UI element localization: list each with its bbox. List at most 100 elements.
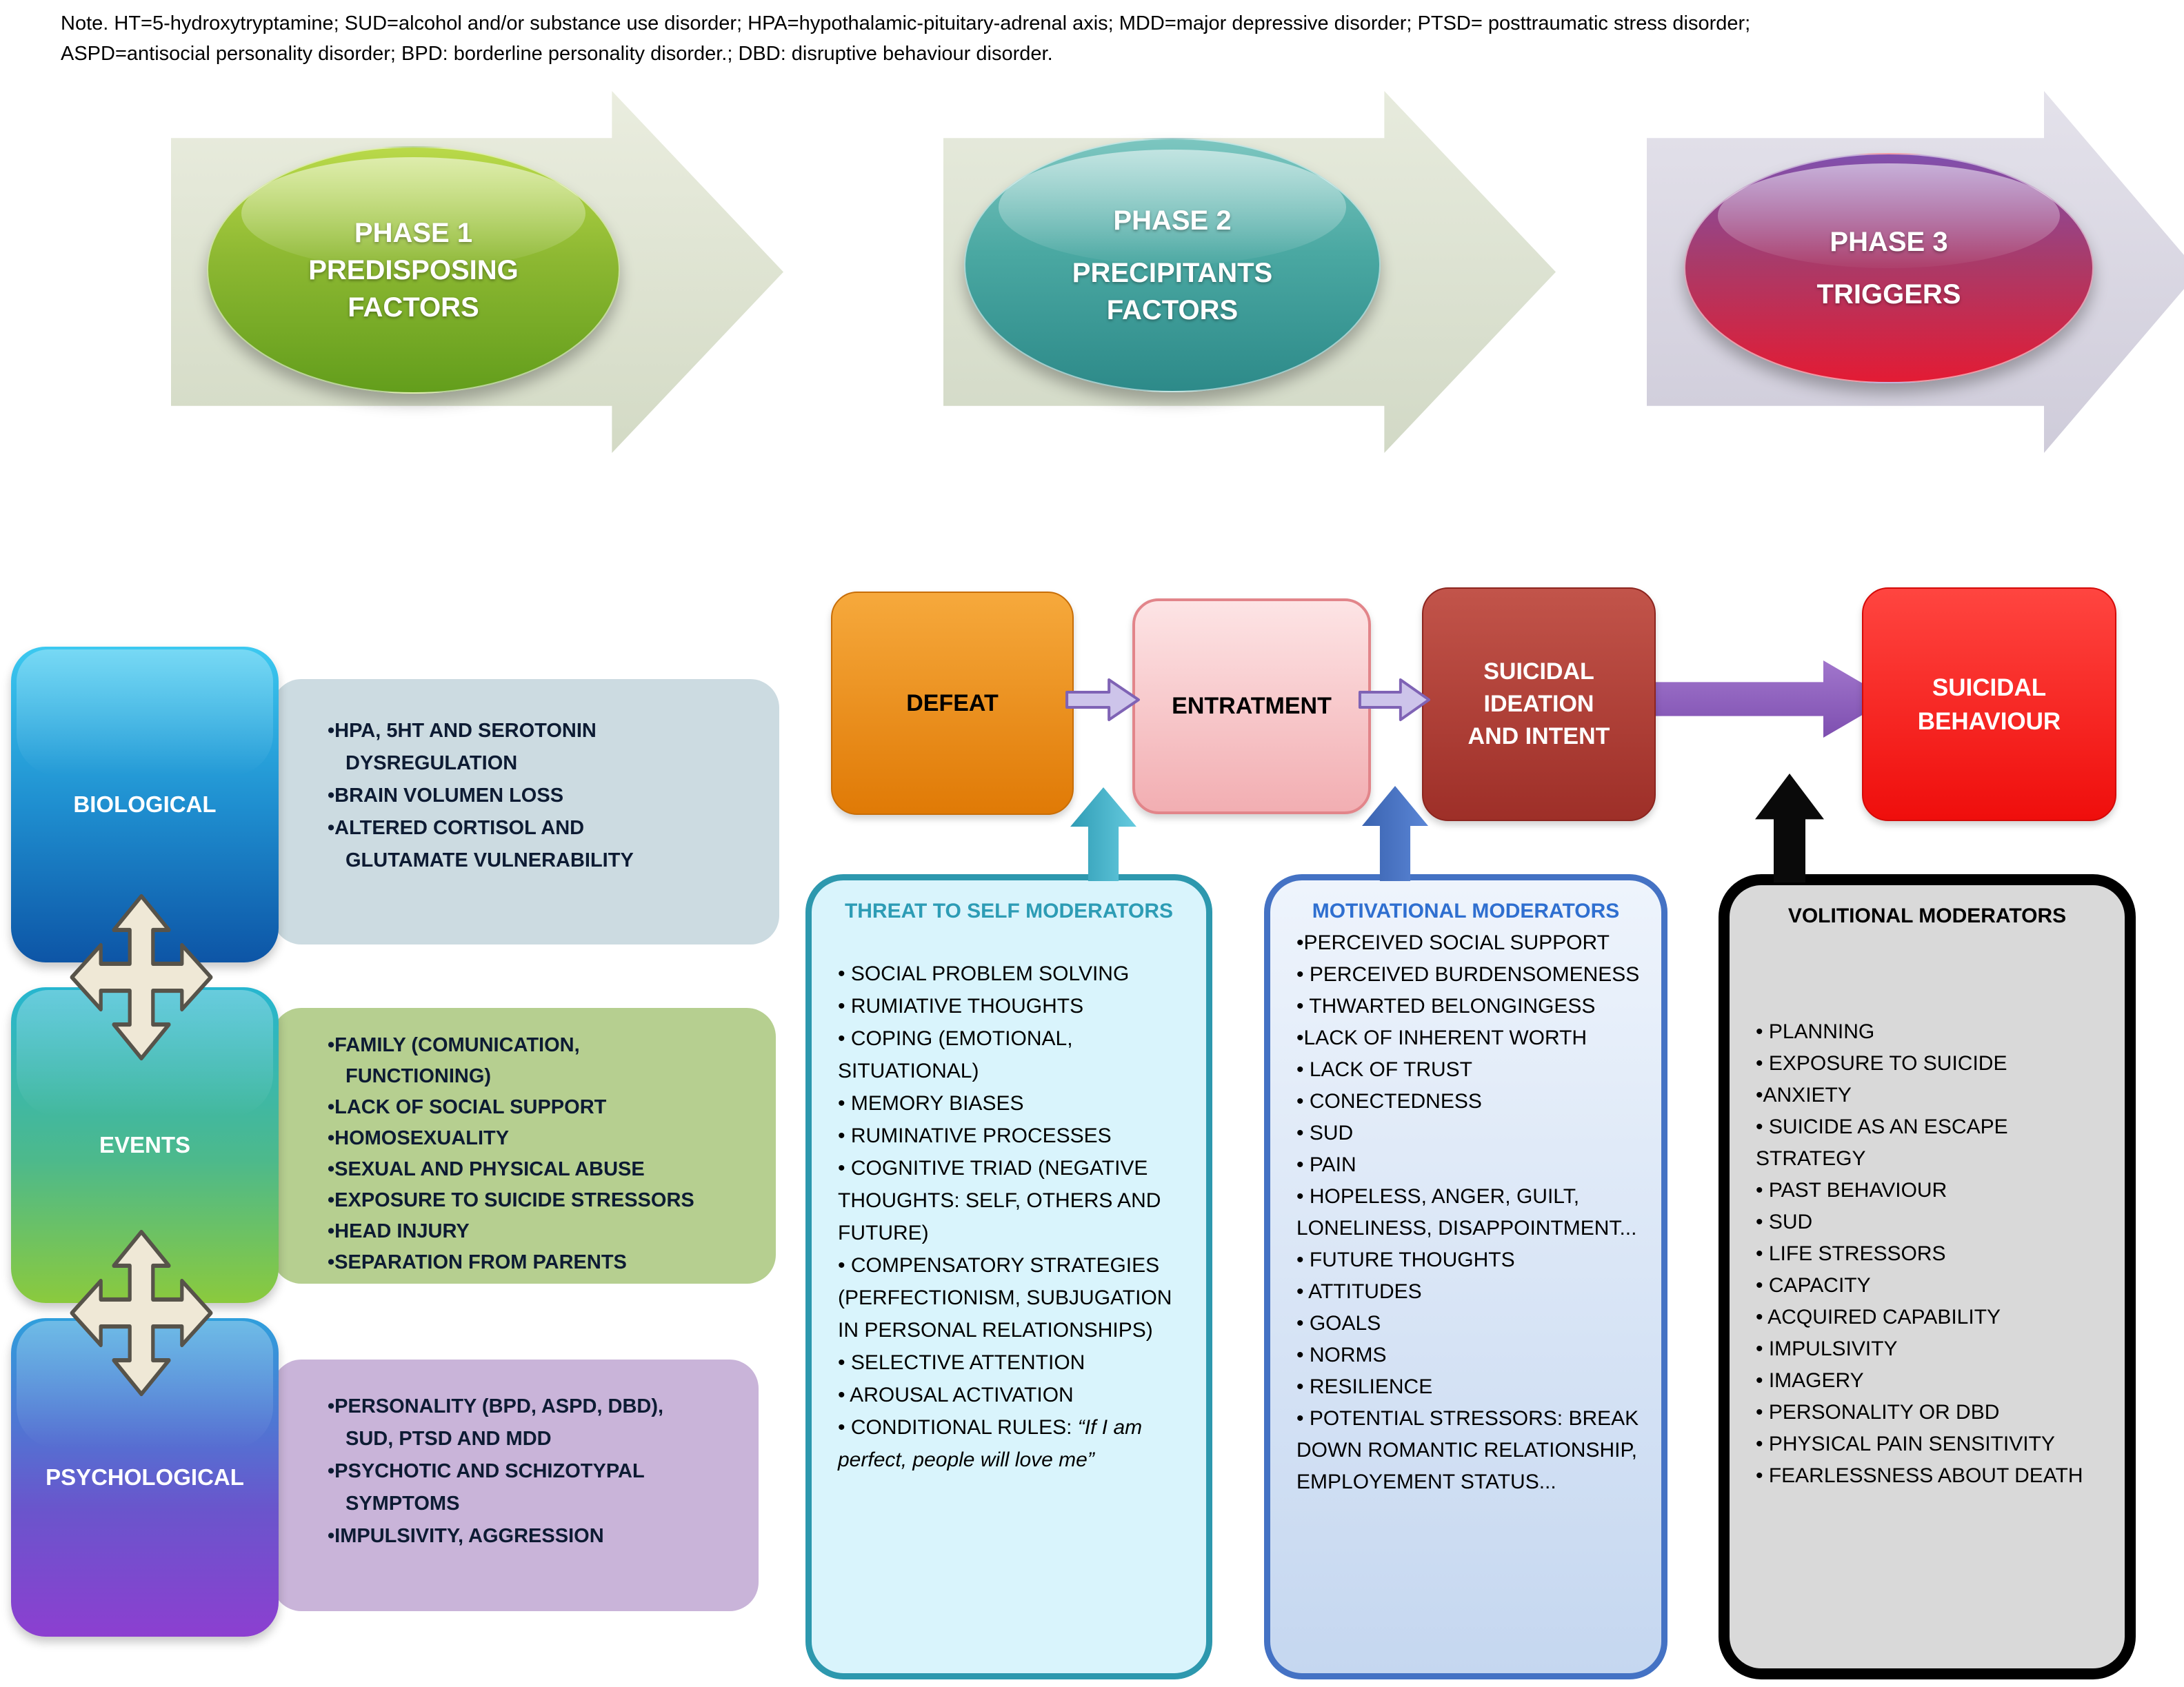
phase1-line2: PREDISPOSING	[308, 254, 519, 285]
volitional-moderators-panel: VOLITIONAL MODERATORS • PLANNING • EXPOSU…	[1719, 874, 2136, 1679]
phase1-line1: PHASE 1	[354, 217, 473, 248]
phase3-line2: TRIGGERS	[1816, 279, 1961, 310]
list-item: • RUMINATIVE PROCESSES	[838, 1124, 1112, 1147]
list-item: •HOMOSEXUALITY	[328, 1127, 510, 1149]
events-panel: •FAMILY (COMUNICATION, FUNCTIONING) •LACK…	[272, 1008, 776, 1284]
phase3-ellipse: PHASE 3 TRIGGERS	[1684, 153, 2094, 383]
list-item: • SELECTIVE ATTENTION	[838, 1351, 1085, 1374]
list-item: • ATTITUDES	[1296, 1280, 1422, 1303]
four-way-arrow-icon	[70, 893, 213, 1061]
entrapment-box: ENTRATMENT	[1132, 598, 1371, 814]
threat-moderators-list: • SOCIAL PROBLEM SOLVING • RUMIATIVE THOU…	[812, 958, 1206, 1411]
figure-note: Note. HT=5-hydroxytryptamine; SUD=alcoho…	[61, 8, 2157, 69]
motivational-moderators-list: •PERCEIVED SOCIAL SUPPORT • PERCEIVED BUR…	[1270, 927, 1661, 1498]
list-item: • PAIN	[1296, 1153, 1356, 1176]
suicidal-ideation-box: SUICIDAL IDEATION AND INTENT	[1422, 587, 1656, 821]
list-item: • SUICIDE AS AN ESCAPE STRATEGY	[1756, 1115, 2008, 1170]
psychological-panel: •PERSONALITY (BPD, ASPD, DBD), SUD, PTSD…	[272, 1360, 759, 1611]
biological-label: BIOLOGICAL	[73, 791, 217, 817]
defeat-box: DEFEAT	[831, 592, 1074, 815]
list-item: •EXPOSURE TO SUICIDE STRESSORS	[328, 1189, 694, 1211]
list-item: •HEAD INJURY	[328, 1220, 470, 1242]
phase1-line3: FACTORS	[348, 292, 479, 323]
list-item: • RESILIENCE	[1296, 1375, 1433, 1398]
list-item: • SUD	[1756, 1211, 1813, 1233]
motivational-moderators-title: MOTIVATIONAL MODERATORS	[1312, 900, 1620, 922]
phase3-line1: PHASE 3	[1830, 227, 1948, 257]
entrapment-label: ENTRATMENT	[1172, 693, 1332, 719]
list-item: • MEMORY BIASES	[838, 1092, 1024, 1115]
behaviour-line1: SUICIDAL	[1932, 674, 2047, 701]
volitional-moderators-list: • PLANNING • EXPOSURE TO SUICIDE •ANXIETY •…	[1730, 1016, 2125, 1492]
list-item: • PAST BEHAVIOUR	[1756, 1179, 1947, 1202]
list-item: • ACQUIRED CAPABILITY	[1756, 1306, 2001, 1329]
list-item: •ALTERED CORTISOL AND GLUTAMATE VULNERAB…	[328, 817, 634, 871]
defeat-to-entrapment-arrow	[1065, 678, 1140, 721]
list-item: •IMPULSIVITY, AGGRESSION	[328, 1525, 604, 1547]
list-item: • NORMS	[1296, 1344, 1387, 1366]
list-item: • PERCEIVED BURDENSOMENESS	[1296, 963, 1640, 986]
list-item: •PSYCHOTIC AND SCHIZOTYPAL SYMPTOMS	[328, 1460, 645, 1515]
ideation-line2: IDEATION	[1483, 691, 1594, 717]
four-way-arrow-icon	[70, 1229, 213, 1397]
phase1-ellipse: PHASE 1 PREDISPOSING FACTORS	[207, 146, 620, 394]
psychological-label: PSYCHOLOGICAL	[46, 1464, 244, 1490]
list-item: • CAPACITY	[1756, 1274, 1871, 1297]
phase2-ellipse: PHASE 2 PRECIPITANTS FACTORS	[964, 138, 1381, 392]
list-item: • AROUSAL ACTIVATION	[838, 1384, 1074, 1406]
list-item: •PERCEIVED SOCIAL SUPPORT	[1296, 931, 1610, 954]
list-item: •SEXUAL AND PHYSICAL ABUSE	[328, 1158, 645, 1180]
list-item: • PLANNING	[1756, 1020, 1875, 1043]
list-item: • HOPELESS, ANGER, GUILT, LONELINESS, DI…	[1296, 1185, 1637, 1240]
events-box: EVENTS	[11, 987, 279, 1303]
list-item: • COPING (EMOTIONAL, SITUATIONAL)	[838, 1027, 1073, 1082]
list-item: • COGNITIVE TRIAD (NEGATIVE THOUGHTS: SE…	[838, 1157, 1161, 1244]
conditional-rules-prefix: • CONDITIONAL RULES:	[838, 1416, 1078, 1439]
list-item: •FAMILY (COMUNICATION, FUNCTIONING)	[328, 1034, 580, 1087]
list-item: • IMAGERY	[1756, 1369, 1864, 1392]
list-item: • SUD	[1296, 1122, 1354, 1144]
list-item: • PERSONALITY OR DBD	[1756, 1401, 2000, 1424]
volitional-moderators-up-arrow	[1755, 774, 1824, 882]
list-item: • CONECTEDNESS	[1296, 1090, 1482, 1113]
phase2-line2: PRECIPITANTS	[1072, 257, 1273, 288]
behaviour-line2: BEHAVIOUR	[1917, 707, 2061, 735]
ideation-line3: AND INTENT	[1467, 723, 1610, 749]
list-item: •ANXIETY	[1756, 1084, 1852, 1107]
conditional-rules-item: • CONDITIONAL RULES: “If I am perfect, p…	[812, 1411, 1206, 1476]
conditional-rules-quote: “If I am perfect, people will love me”	[838, 1416, 1143, 1471]
list-item: •BRAIN VOLUMEN LOSS	[328, 785, 564, 807]
threat-moderators-up-arrow	[1070, 787, 1136, 881]
motivational-moderators-panel: MOTIVATIONAL MODERATORS •PERCEIVED SOCIA…	[1264, 874, 1667, 1679]
list-item: • LIFE STRESSORS	[1756, 1242, 1946, 1265]
list-item: • THWARTED BELONGINGESS	[1296, 995, 1596, 1018]
list-item: • RUMIATIVE THOUGHTS	[838, 995, 1084, 1018]
list-item: •SEPARATION FROM PARENTS	[328, 1251, 627, 1273]
list-item: •LACK OF SOCIAL SUPPORT	[328, 1096, 607, 1118]
events-label: EVENTS	[99, 1132, 191, 1158]
suicidal-behaviour-box: SUICIDAL BEHAVIOUR	[1862, 587, 2116, 821]
list-item: •LACK OF INHERENT WORTH	[1296, 1027, 1587, 1049]
note-line-1: Note. HT=5-hydroxytryptamine; SUD=alcoho…	[61, 12, 1751, 34]
volitional-moderators-title: VOLITIONAL MODERATORS	[1787, 905, 2067, 927]
list-item: • FEARLESSNESS ABOUT DEATH	[1756, 1464, 2083, 1487]
list-item: • EXPOSURE TO SUICIDE	[1756, 1052, 2007, 1075]
motivational-moderators-up-arrow	[1362, 786, 1428, 881]
biological-box: BIOLOGICAL	[11, 647, 279, 962]
list-item: • COMPENSATORY STRATEGIES (PERFECTIONISM…	[838, 1254, 1172, 1342]
threat-moderators-title: THREAT TO SELF MODERATORS	[844, 900, 1174, 922]
list-item: •PERSONALITY (BPD, ASPD, DBD), SUD, PTSD…	[328, 1395, 664, 1450]
threat-moderators-panel: THREAT TO SELF MODERATORS • SOCIAL PROBL…	[805, 874, 1212, 1679]
ideation-line1: SUICIDAL	[1483, 658, 1594, 685]
phase2-line1: PHASE 2	[1113, 205, 1232, 236]
phase2-line3: FACTORS	[1106, 294, 1239, 325]
note-line-2: ASPD=antisocial personality disorder; BP…	[61, 43, 1053, 65]
list-item: • SOCIAL PROBLEM SOLVING	[838, 962, 1130, 985]
list-item: • POTENTIAL STRESSORS: BREAK DOWN ROMANT…	[1296, 1407, 1639, 1493]
list-item: • FUTURE THOUGHTS	[1296, 1249, 1515, 1271]
defeat-label: DEFEAT	[906, 689, 999, 716]
list-item: • LACK OF TRUST	[1296, 1058, 1472, 1081]
biological-panel: •HPA, 5HT AND SEROTONIN DYSREGULATION•BR…	[272, 679, 779, 944]
list-item: • GOALS	[1296, 1312, 1381, 1335]
